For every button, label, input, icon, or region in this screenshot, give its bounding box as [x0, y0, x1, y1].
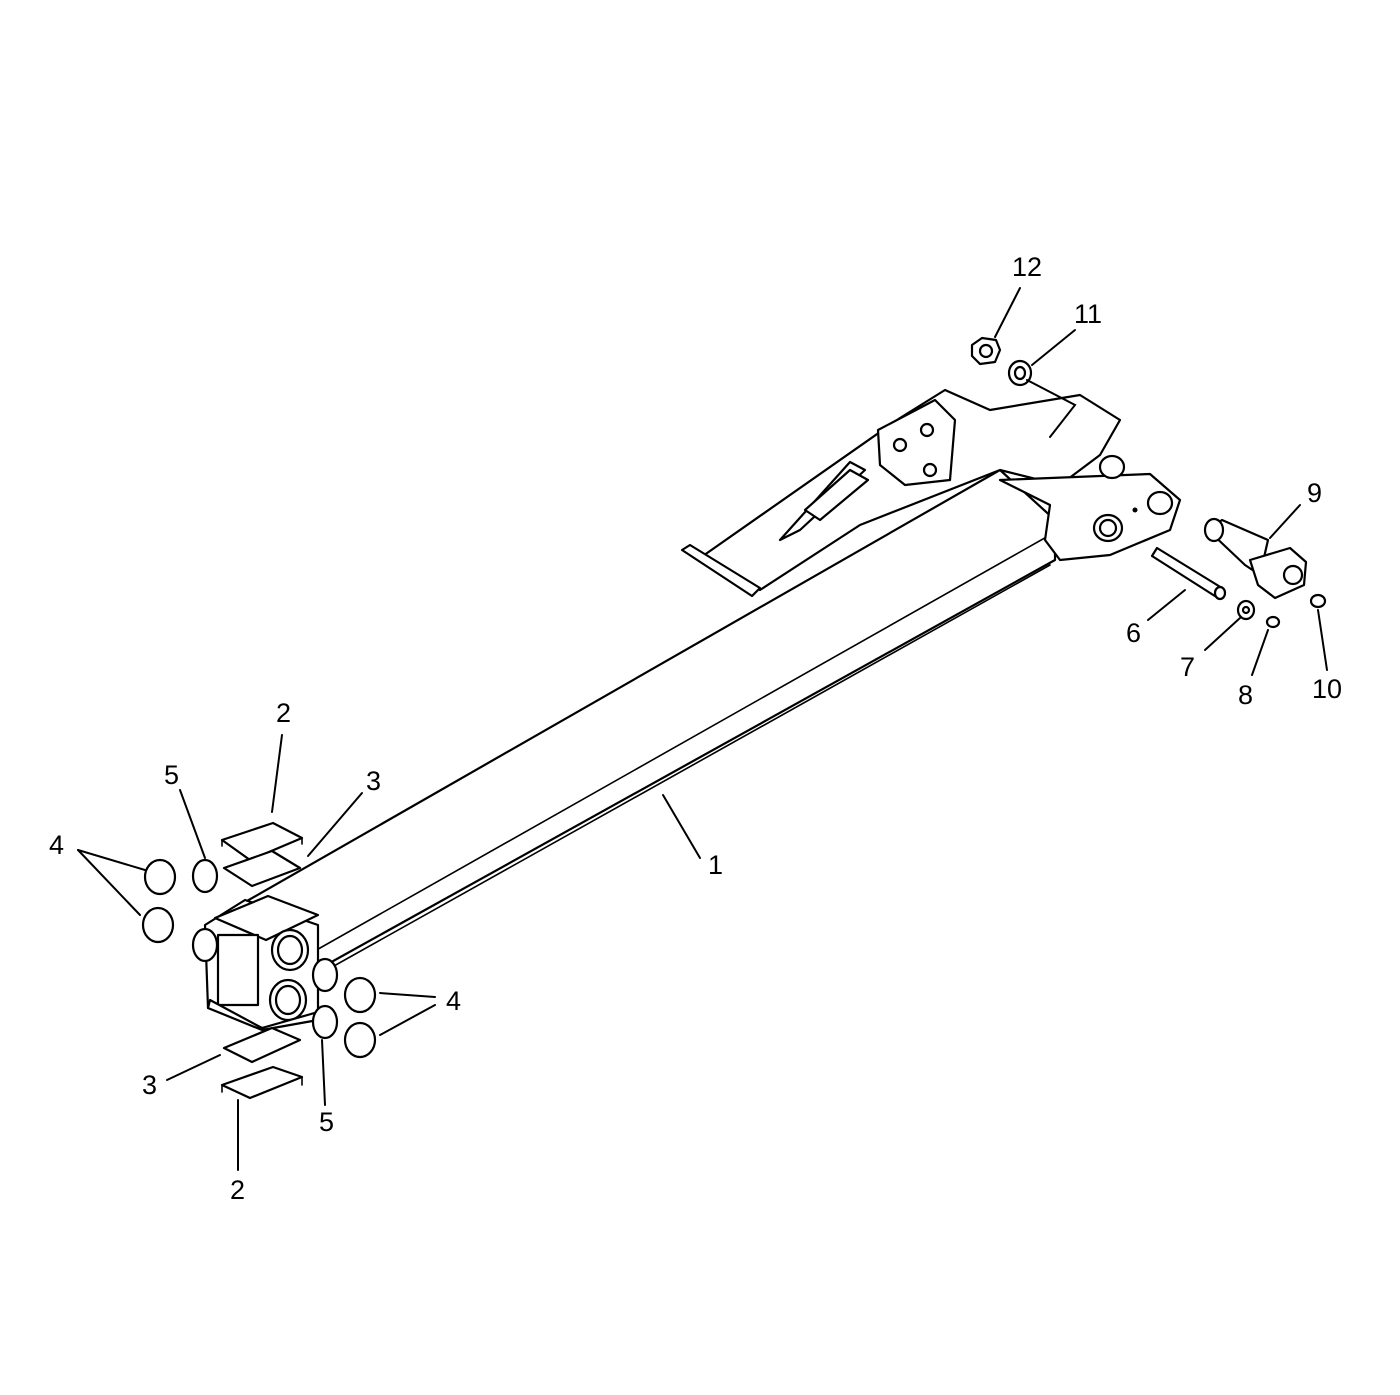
callout-5-bottom: 5: [319, 1107, 334, 1137]
leader-lines: [77, 287, 1328, 1171]
cap-part-4-a: [143, 858, 177, 896]
cap-part-4-c: [343, 976, 377, 1014]
nut-part-12: [970, 336, 1002, 366]
callout-2-bottom: 2: [230, 1175, 245, 1205]
callout-10: 10: [1312, 674, 1342, 704]
bolt-part-8: [1265, 615, 1281, 629]
callout-8: 8: [1238, 680, 1253, 710]
callout-labels: 12 11 9 6 7 8 10 2 5 3 4 1 4 3 5 2: [49, 252, 1342, 1205]
callout-7: 7: [1180, 652, 1195, 682]
shim-part-5-c: [311, 957, 339, 993]
plate-part-2-bottom: [220, 1065, 304, 1100]
shim-part-5-d: [311, 1004, 339, 1040]
shim-part-5-b: [191, 927, 219, 963]
shim-part-5-a: [191, 858, 219, 894]
cap-part-4-d: [343, 1021, 377, 1059]
callout-9: 9: [1307, 478, 1322, 508]
callout-4-left: 4: [49, 830, 64, 860]
callout-5-top: 5: [164, 760, 179, 790]
rod-part-6: [1150, 546, 1227, 601]
plate-part-2-top: [220, 821, 304, 862]
washer-part-7: [1236, 599, 1256, 621]
callout-4-right: 4: [446, 986, 461, 1016]
callout-6: 6: [1126, 618, 1141, 648]
shim-part-3-top: [222, 849, 302, 888]
callout-12: 12: [1012, 252, 1042, 282]
pin-part-9: [1203, 517, 1308, 600]
cap-part-4-b: [141, 906, 175, 944]
washer-part-11: [1007, 359, 1033, 387]
boom-arm-part: [203, 388, 1182, 1032]
shim-part-3-bottom: [222, 1026, 302, 1064]
callout-3-bottom: 3: [142, 1070, 157, 1100]
callout-2-top: 2: [276, 698, 291, 728]
callout-1: 1: [708, 850, 723, 880]
callout-3-top: 3: [366, 766, 381, 796]
bolt-part-10: [1309, 593, 1327, 609]
callout-11: 11: [1074, 299, 1102, 329]
